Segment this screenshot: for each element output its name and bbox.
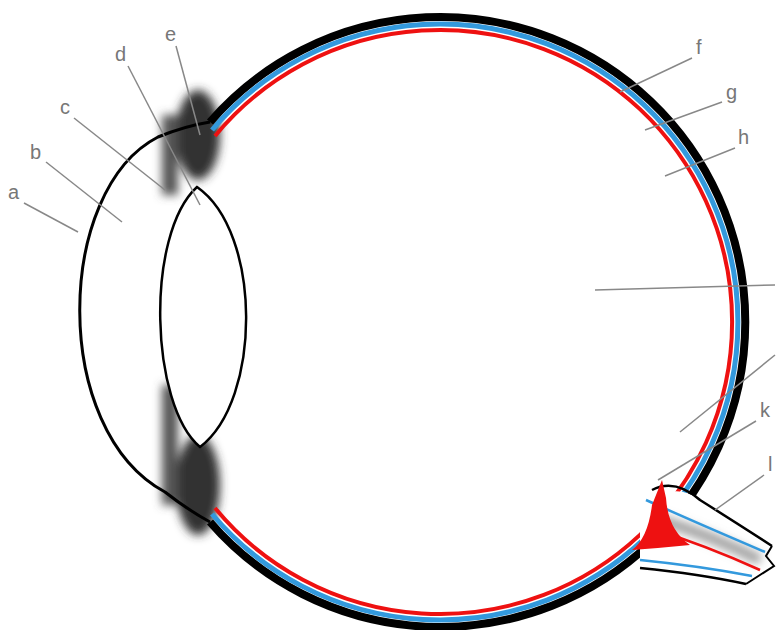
optic-disc <box>632 480 690 550</box>
part-letter: k <box>760 400 770 420</box>
leader-line <box>645 102 722 130</box>
leader-line <box>128 66 200 205</box>
leader-lines <box>24 46 775 510</box>
leader-line <box>176 46 200 135</box>
part-letter: c <box>60 97 70 117</box>
part-letter: d <box>115 44 126 64</box>
choroid <box>212 24 738 620</box>
leader-line <box>665 148 735 176</box>
lens <box>160 187 246 447</box>
sclera <box>210 17 745 627</box>
leader-line <box>715 475 764 510</box>
part-letter: l <box>768 454 772 474</box>
nerve-vessel <box>640 560 752 576</box>
part-letter: h <box>738 127 749 147</box>
retina <box>215 30 732 614</box>
leader-line <box>74 118 165 190</box>
part-letter: e <box>165 24 176 44</box>
leader-line <box>24 203 78 232</box>
leader-line <box>658 421 756 480</box>
optic-nerve-edge <box>640 568 746 584</box>
leader-line <box>595 285 775 290</box>
part-letter: g <box>726 82 737 102</box>
leader-line <box>46 162 122 222</box>
part-letter: b <box>30 142 41 162</box>
leader-line <box>620 58 692 92</box>
part-letter: a <box>8 182 19 202</box>
iris-top <box>162 115 178 195</box>
part-letter: f <box>696 37 702 57</box>
leader-line <box>680 355 775 432</box>
ciliary-top <box>176 90 220 180</box>
